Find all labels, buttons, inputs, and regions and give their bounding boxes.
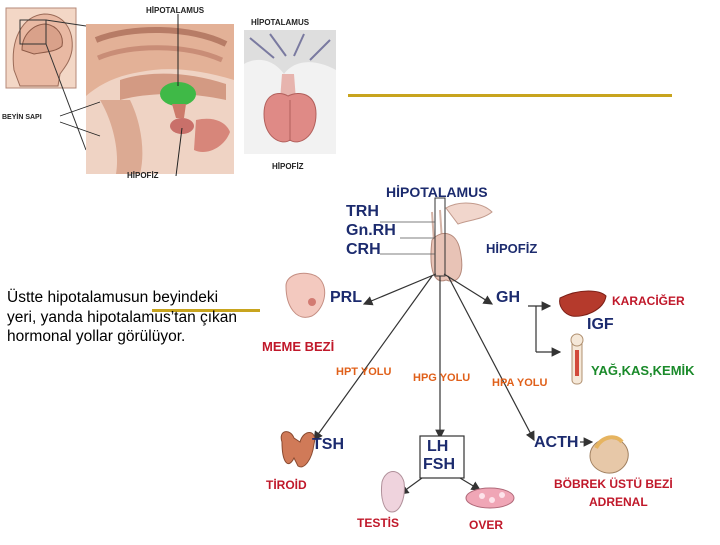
brain-sagittal-illustration bbox=[0, 0, 240, 180]
top-accent-rule bbox=[348, 94, 672, 97]
label-fsh: FSH bbox=[423, 456, 455, 473]
label-tsh: TSH bbox=[312, 436, 344, 453]
brain-sagittal-svg bbox=[5, 7, 234, 177]
caption-text: Üstte hipotalamusun beyindeki yeri, yand… bbox=[7, 289, 238, 345]
label-hipofiz-left: HİPOFİZ bbox=[127, 171, 159, 180]
label-hpt-yolu: HPT YOLU bbox=[336, 366, 392, 378]
label-testis: TESTİS bbox=[357, 516, 400, 530]
label-yag-kas-kemik: YAĞ,KAS,KEMİK bbox=[591, 363, 695, 378]
label-gnrh: Gn.RH bbox=[346, 222, 396, 239]
hormonal-pathway-diagram bbox=[260, 180, 720, 540]
pituitary-svg bbox=[244, 30, 336, 154]
label-meme-bezi: MEME BEZİ bbox=[262, 339, 335, 354]
label-beyin-sapi: BEYİN SAPI bbox=[2, 114, 42, 121]
label-bobrek-ustu-bezi: BÖBREK ÜSTÜ BEZİ bbox=[554, 477, 673, 491]
label-trh: TRH bbox=[346, 203, 379, 220]
label-lh: LH bbox=[427, 438, 449, 455]
label-prl: PRL bbox=[330, 289, 362, 306]
label-hipotalamus-pathway: HİPOTALAMUS bbox=[386, 184, 488, 200]
label-gh: GH bbox=[496, 289, 520, 306]
label-hipofiz-right: HİPOFİZ bbox=[272, 162, 304, 171]
label-hipofiz-pathway: HİPOFİZ bbox=[486, 241, 538, 256]
label-karaciger: KARACİĞER bbox=[612, 294, 685, 308]
label-hipotalamus-left: HİPOTALAMUS bbox=[146, 6, 205, 15]
caption-accent-rule bbox=[152, 309, 260, 312]
label-hipotalamus-right: HİPOTALAMUS bbox=[251, 18, 310, 27]
label-hpg-yolu: HPG YOLU bbox=[413, 372, 471, 384]
label-crh: CRH bbox=[346, 241, 381, 258]
label-acth: ACTH bbox=[534, 434, 579, 451]
label-over: OVER bbox=[469, 518, 504, 532]
pathway-svg bbox=[280, 197, 629, 513]
pituitary-illustration bbox=[244, 30, 336, 154]
label-hpa-yolu: HPA YOLU bbox=[492, 377, 548, 389]
label-adrenal: ADRENAL bbox=[589, 495, 648, 509]
label-tiroid: TİROİD bbox=[266, 478, 307, 492]
label-igf: IGF bbox=[587, 316, 614, 333]
